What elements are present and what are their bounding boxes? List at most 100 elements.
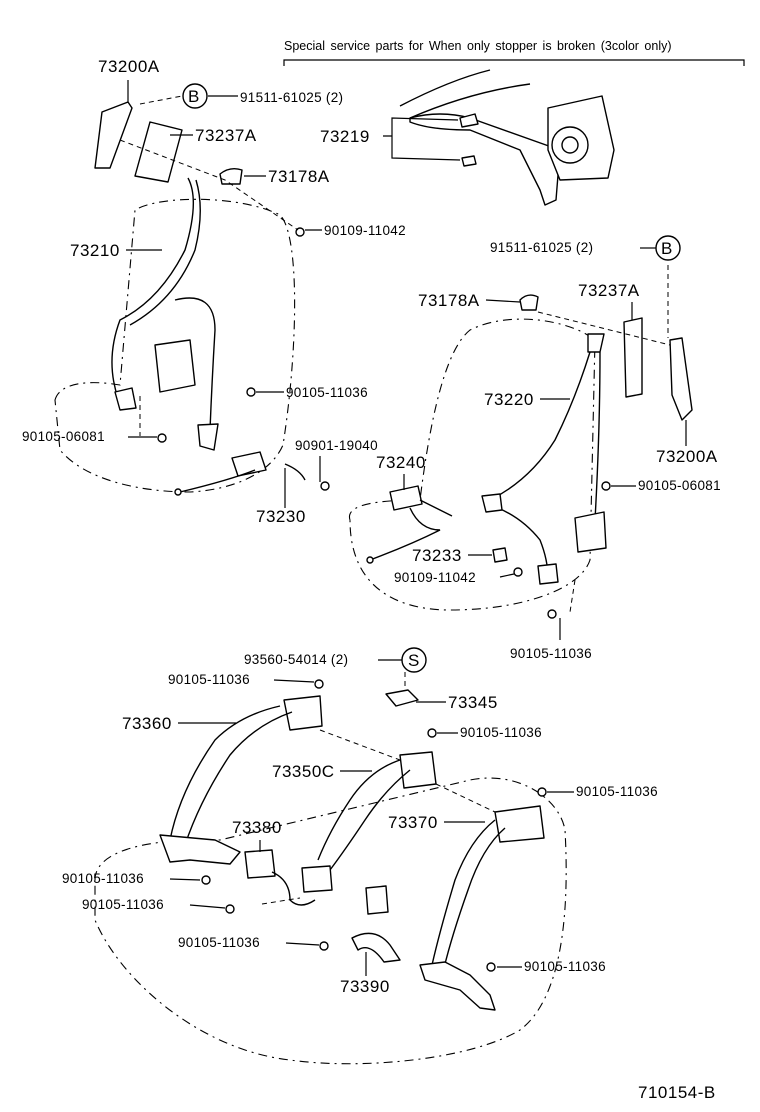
leader-90105-11036-h [285,942,320,946]
label-73345: 73345 [448,693,498,712]
shoulder-belt-73210[interactable] [111,177,195,399]
leader-73178A-right [485,299,521,303]
guide-73220 [481,493,503,513]
buckle-73390-upper [365,885,389,915]
bolt-90105-11036-c[interactable] [314,679,324,689]
buckle-73230[interactable] [231,451,267,477]
bolt-90105-11036-i[interactable] [486,962,496,972]
label-90109-top: 90109-11042 [324,223,406,238]
header-note: Special service parts for When only stop… [284,39,672,53]
anchor-73370[interactable] [494,805,545,843]
floor-anchor-73220[interactable] [537,563,559,585]
front-left-seat-group [54,95,330,496]
rear-bench-outline [94,777,567,1065]
rear-right-seat-outline [348,318,596,611]
buckle-cable-73240 [369,499,453,561]
stopper-73219-upper[interactable] [459,113,479,128]
leader-90109-right [499,573,515,578]
cover-73345[interactable] [385,689,419,707]
label-73230: 73230 [256,507,306,526]
callout-B-top-text: B [188,87,200,106]
floor-anchor-73370[interactable] [419,961,496,1011]
bolt-90901[interactable] [320,481,330,491]
belt-73370[interactable] [431,819,506,969]
belt-73360[interactable] [169,705,293,846]
bolt-90105-11036-d[interactable] [427,728,437,738]
callout-B-right-text: B [661,239,673,258]
bolt-90105-11036-e[interactable] [537,787,547,797]
rear-right-seat-group [348,265,693,619]
label-73220: 73220 [484,390,534,409]
anchor-plate-73200A-top[interactable] [94,101,133,169]
label-73178A-right: 73178A [418,291,480,310]
label-90105-11036-e: 90105-11036 [576,784,658,799]
bolt-90105-11036-b[interactable] [547,609,557,619]
label-90105-11036-f: 90105-11036 [62,871,144,886]
callout-B-top [182,83,208,109]
label-73237A-top: 73237A [195,126,257,145]
anchor-73360[interactable] [283,695,323,731]
inset-spool-hub [561,136,579,154]
floor-anchor-73360[interactable] [159,834,241,865]
belt-73350C[interactable] [317,759,411,871]
retractor-73210[interactable] [154,339,196,393]
upper-anchor-73220 [587,333,605,353]
cable-end-73240 [366,556,374,564]
callout-S-text: S [408,651,420,670]
inset-belt-strap [409,113,561,206]
bolt-90109-right[interactable] [513,567,523,577]
bolt-90105-11036-h[interactable] [319,941,329,951]
header-bracket [283,59,745,66]
label-73360: 73360 [122,714,172,733]
rear-bench-group [94,672,567,1065]
label-90105-06081-right: 90105-06081 [638,478,721,493]
label-73178A-top: 73178A [268,167,330,186]
stopper-73219-lower[interactable] [461,155,477,167]
bolt-90105-11036-a[interactable] [246,387,256,397]
buckle-73390[interactable] [351,932,401,963]
label-90105-11036-b: 90105-11036 [510,646,592,661]
buckle-73350C [301,865,333,893]
leader-dashes-top-left [119,95,299,436]
anchor-cover-73178A-top[interactable] [219,167,243,185]
label-73240: 73240 [376,453,426,472]
bolt-90105-06081-right[interactable] [601,481,611,491]
retractor-73220[interactable] [574,511,607,553]
leader-90105-11036-c [273,679,315,683]
belt-73220[interactable] [489,351,601,521]
label-73233: 73233 [412,546,462,565]
inset-belt [399,69,531,119]
cover-73237A-top[interactable] [134,121,183,183]
label-90105-11036-i: 90105-11036 [524,959,606,974]
floor-anchor-73210[interactable] [197,423,219,451]
bolt-90105-11036-g[interactable] [225,904,235,914]
leader-73219 [383,117,461,161]
label-90109-right: 90109-11042 [394,570,476,585]
label-91511-top: 91511-61025 (2) [240,90,343,105]
anchor-73350C[interactable] [399,751,437,789]
buckle-cable-73230 [179,463,306,493]
clip-73233[interactable] [492,547,508,563]
bolt-90105-11036-f[interactable] [201,875,211,885]
leader-dashes-right [537,265,671,613]
buckle-73240[interactable] [389,485,423,511]
anchor-plate-73200A-right[interactable] [669,337,693,421]
leader-90105-11036-f [169,878,201,881]
label-73219: 73219 [320,127,370,146]
lower-anchor-73210[interactable] [114,387,137,411]
cable-end [174,488,182,496]
shoulder-belt-edge [129,179,201,326]
label-90105-11036-g: 90105-11036 [82,897,164,912]
label-73237A-right: 73237A [578,281,640,300]
label-93560: 93560-54014 (2) [244,652,348,667]
label-90105-11036-h: 90105-11036 [178,935,260,950]
buckle-73380[interactable] [244,849,276,879]
lap-belt-73210[interactable] [174,297,216,431]
stopper-inset-group [399,69,615,206]
label-73200A-top: 73200A [98,57,160,76]
label-73210: 73210 [70,241,120,260]
bolt-90105-06081-left[interactable] [157,433,167,443]
anchor-cover-73178A-right[interactable] [519,294,539,311]
cover-73237A-right[interactable] [623,317,643,398]
